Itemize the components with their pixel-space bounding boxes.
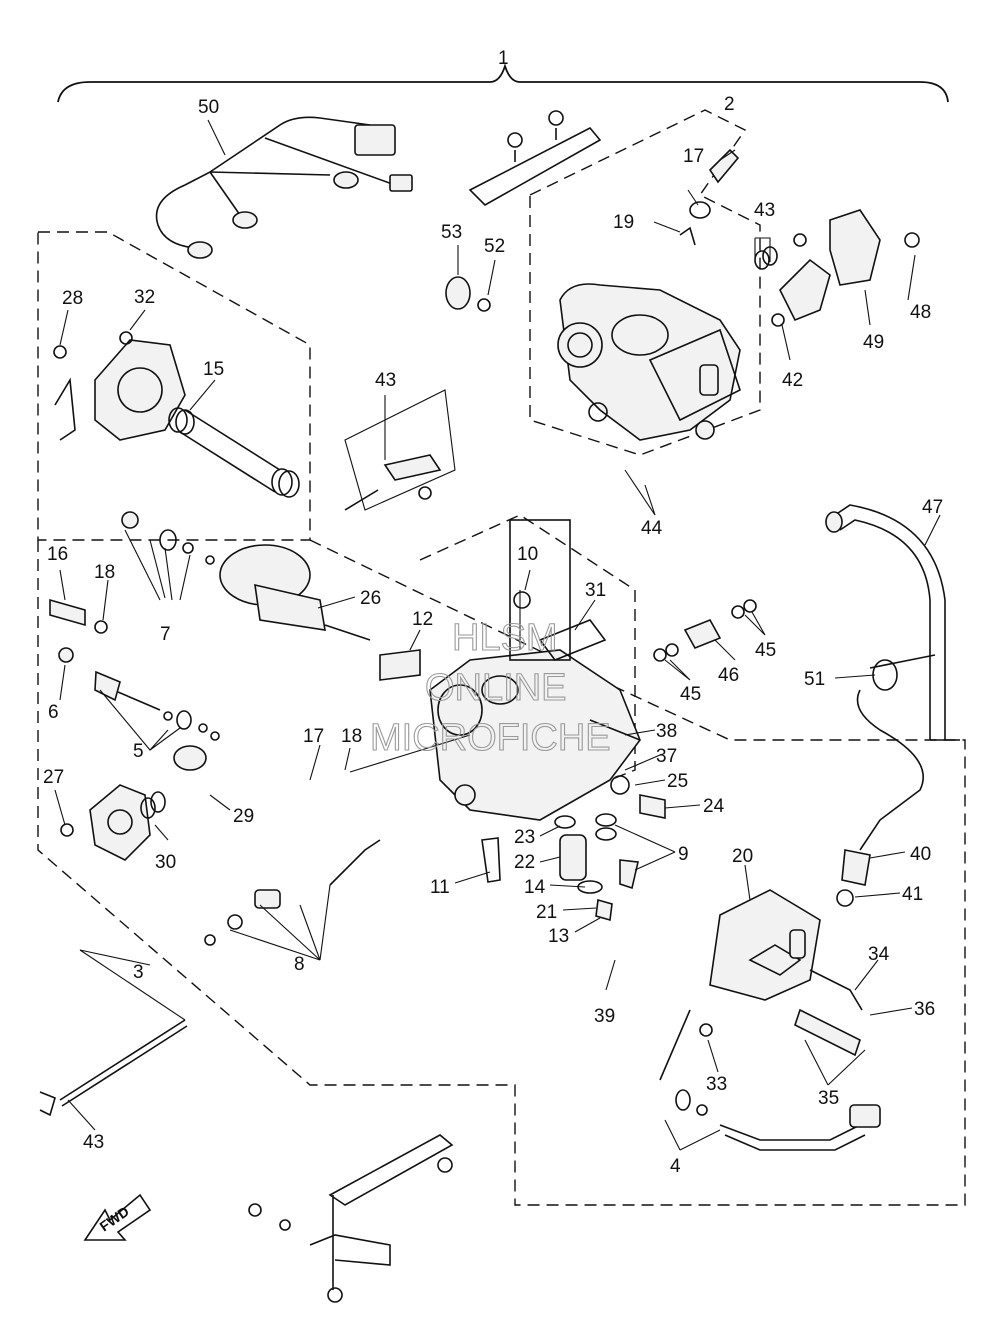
callout-21: 21 — [536, 902, 557, 923]
cap-53 — [445, 276, 491, 312]
callout-3: 3 — [133, 962, 144, 983]
wiring-harness — [155, 116, 413, 259]
callout-6: 6 — [48, 702, 59, 723]
callout-5: 5 — [133, 741, 144, 762]
callout-31: 31 — [585, 580, 606, 601]
callout-36: 36 — [914, 999, 935, 1020]
lower-jets — [481, 813, 639, 922]
callout-13: 13 — [548, 926, 569, 947]
callout-1: 1 — [498, 48, 509, 69]
callout-27: 27 — [43, 767, 64, 788]
drain-screw — [610, 775, 666, 819]
fwd-label: FWD — [97, 1203, 132, 1234]
callout-48: 48 — [910, 302, 931, 323]
assembly-brace — [57, 62, 949, 103]
callout-45-right: 45 — [755, 640, 776, 661]
callout-26: 26 — [360, 588, 381, 609]
callout-38: 38 — [656, 721, 677, 742]
watermark-line-1: HLSM — [452, 617, 558, 659]
callout-53: 53 — [441, 222, 462, 243]
upper-carburetor-body — [557, 283, 741, 441]
leader-lines — [54, 119, 941, 1151]
callout-42: 42 — [782, 370, 803, 391]
diaphragm-cover — [53, 331, 186, 441]
callout-50: 50 — [198, 97, 219, 118]
callout-43-top: 43 — [754, 200, 775, 221]
callout-43-bottom: 43 — [83, 1132, 104, 1153]
callout-29: 29 — [233, 806, 254, 827]
clip-cable — [836, 654, 936, 907]
callout-2: 2 — [724, 94, 735, 115]
callout-22: 22 — [514, 852, 535, 873]
callout-11: 11 — [430, 877, 450, 898]
upper-bracket — [468, 110, 602, 206]
callout-45-mid: 45 — [680, 684, 701, 705]
piston-26 — [121, 511, 371, 641]
callout-24: 24 — [703, 796, 725, 817]
fitting-17-top — [679, 148, 740, 246]
callout-4: 4 — [670, 1156, 681, 1177]
callout-12: 12 — [412, 609, 433, 630]
throttle-sensor — [754, 209, 920, 327]
callout-7: 7 — [160, 624, 171, 645]
callout-18-left: 18 — [94, 562, 115, 583]
watermark: HLSM ONLINE MICROFICHE — [369, 616, 611, 759]
cover-27 — [60, 745, 207, 861]
lower-bracket — [248, 1134, 454, 1303]
fwd-direction-badge: FWD — [83, 1193, 152, 1241]
callout-47: 47 — [922, 497, 943, 518]
callout-23: 23 — [514, 827, 535, 848]
callout-8: 8 — [294, 954, 305, 975]
spring-bracket-43 — [344, 389, 456, 511]
callout-33: 33 — [706, 1074, 727, 1095]
main-carburetor-body — [379, 519, 641, 821]
callout-32: 32 — [134, 287, 155, 308]
callout-43-mid: 43 — [375, 370, 396, 391]
callout-17-mid: 17 — [303, 726, 324, 747]
jet-parts-left — [49, 598, 220, 741]
callout-34: 34 — [868, 944, 890, 965]
callout-35: 35 — [818, 1088, 839, 1109]
solenoid-assembly — [659, 889, 863, 1116]
callout-30: 30 — [155, 852, 176, 873]
callout-9: 9 — [678, 844, 689, 865]
callout-20: 20 — [732, 846, 753, 867]
callout-41: 41 — [902, 884, 923, 905]
hose-47 — [825, 504, 960, 741]
callout-16: 16 — [47, 544, 68, 565]
callout-10: 10 — [517, 544, 538, 565]
callout-51: 51 — [804, 669, 825, 690]
callout-37: 37 — [656, 746, 677, 767]
callout-44: 44 — [641, 518, 663, 539]
callout-39: 39 — [594, 1006, 615, 1027]
fuel-line — [719, 1104, 881, 1151]
callout-17-top: 17 — [683, 146, 704, 167]
callout-18-mid: 18 — [341, 726, 362, 747]
callout-15: 15 — [203, 359, 224, 380]
watermark-line-2: ONLINE — [425, 667, 566, 709]
callout-28: 28 — [62, 288, 83, 309]
spring-15 — [168, 407, 300, 498]
link-rod — [39, 839, 381, 1117]
pipe-46 — [653, 599, 757, 662]
callout-46: 46 — [718, 665, 739, 686]
callout-14: 14 — [524, 877, 546, 898]
callout-52: 52 — [484, 236, 505, 257]
callout-49: 49 — [863, 332, 884, 353]
callout-labels: 1 2 3 4 5 6 7 8 9 10 11 12 13 14 15 16 1… — [43, 48, 943, 1177]
callout-40: 40 — [910, 844, 931, 865]
callout-19: 19 — [613, 212, 634, 233]
watermark-line-3: MICROFICHE — [370, 717, 611, 759]
callout-25: 25 — [667, 771, 688, 792]
